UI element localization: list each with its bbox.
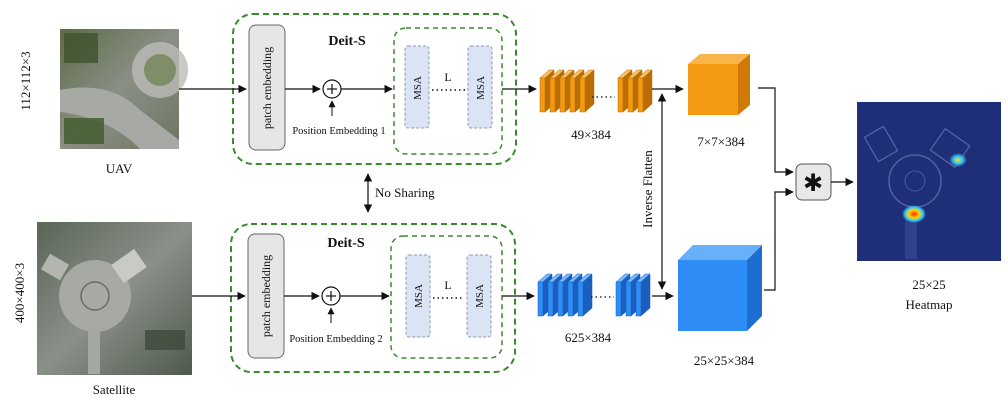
add-node-bottom bbox=[321, 286, 341, 306]
uav-caption: UAV bbox=[106, 161, 133, 176]
msa-top-left bbox=[404, 45, 430, 129]
layers-top-label: L bbox=[444, 70, 451, 84]
deit-bottom-container bbox=[230, 223, 516, 373]
msa-top-right-label: MSA bbox=[475, 76, 487, 100]
patch-embedding-top-label: patch embedding bbox=[260, 47, 274, 129]
inverse-flatten-label: Inverse Flatten bbox=[640, 150, 655, 228]
feature-cube-top bbox=[688, 54, 750, 115]
no-sharing-label: No Sharing bbox=[375, 185, 435, 200]
layers-bottom-label: L bbox=[444, 278, 451, 292]
position-embedding-top-label: Position Embedding 1 bbox=[292, 126, 385, 137]
heatmap-image bbox=[857, 102, 1001, 261]
satellite-size-label: 400×400×3 bbox=[12, 263, 27, 323]
msa-block-bottom-container bbox=[390, 235, 503, 359]
satellite-image bbox=[37, 222, 192, 375]
uav-image bbox=[60, 29, 188, 149]
add-node-top bbox=[322, 79, 342, 99]
msa-block-top-container bbox=[393, 27, 503, 155]
uav-size-label: 112×112×3 bbox=[18, 51, 33, 110]
msa-bottom-left-label: MSA bbox=[413, 284, 425, 308]
cube-bottom-label: 25×25×384 bbox=[694, 353, 755, 368]
tokens-bottom-label: 625×384 bbox=[565, 330, 612, 345]
tokens-top-label: 49×384 bbox=[571, 127, 611, 142]
msa-bottom-right bbox=[466, 254, 492, 338]
correlation-symbol: ✱ bbox=[803, 169, 823, 197]
msa-bottom-right-label: MSA bbox=[474, 284, 486, 308]
deit-bottom-title: Deit-S bbox=[327, 236, 365, 251]
heatmap-caption: Heatmap bbox=[906, 297, 953, 312]
feature-cube-bottom bbox=[678, 245, 762, 331]
msa-bottom-left bbox=[405, 254, 431, 338]
heatmap-size-label: 25×25 bbox=[912, 277, 945, 292]
token-stack-bottom bbox=[537, 273, 651, 317]
cube-top-label: 7×7×384 bbox=[697, 134, 745, 149]
token-stack-top bbox=[539, 69, 653, 113]
msa-top-left-label: MSA bbox=[412, 76, 424, 100]
patch-embedding-bottom-label: patch embedding bbox=[259, 255, 273, 337]
satellite-caption: Satellite bbox=[93, 382, 136, 397]
msa-top-right bbox=[467, 45, 493, 129]
deit-top-title: Deit-S bbox=[328, 34, 366, 49]
position-embedding-bottom-label: Position Embedding 2 bbox=[289, 334, 382, 345]
patch-embedding-top bbox=[248, 24, 286, 151]
